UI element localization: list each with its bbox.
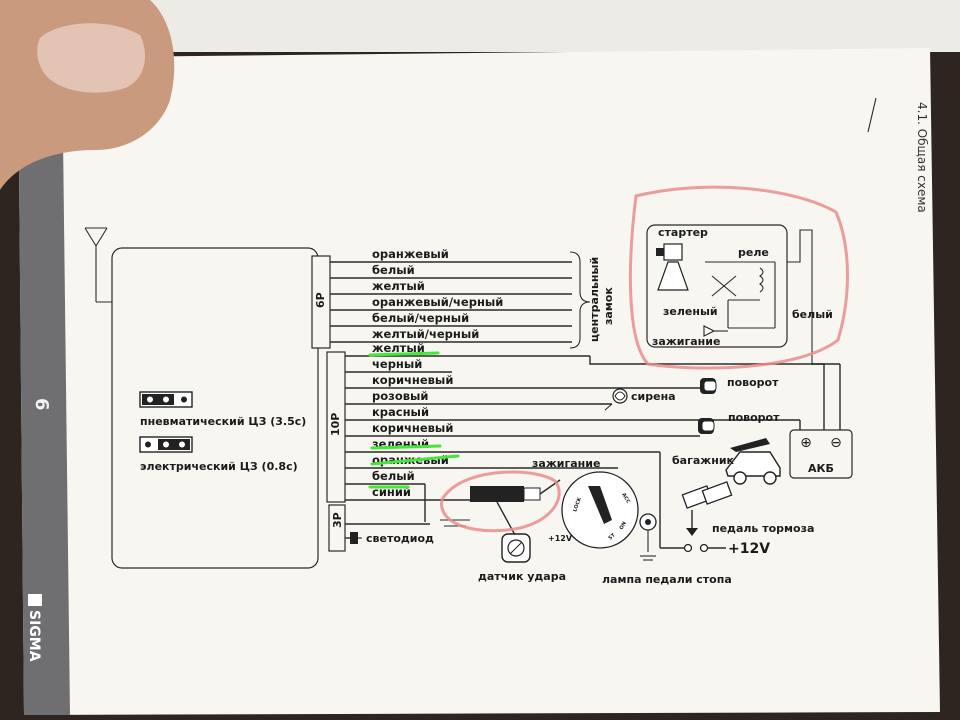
key-acc-label: ACC [620,492,631,505]
wires-6p [330,261,572,343]
relay-ignition-label: зажигание [652,335,720,348]
battery-label: АКБ [808,462,834,475]
battery-minus: ⊖ [830,435,842,451]
wire-10p-5: красный [372,405,429,419]
highlight-orange [370,454,460,466]
wire-6p-1: оранжевый [372,247,449,261]
wire-10p-1: желтый [372,341,425,355]
relay-green-label: зеленый [663,305,718,318]
jumper-electric-label: электрический ЦЗ (0.8с) [140,460,298,473]
central-lock-bracket [569,251,591,349]
highlight-black [368,351,440,357]
turn-signal-1-label: поворот [727,376,779,389]
plus-12v-label: +12V [728,541,770,557]
central-lock-label-2: замок [602,287,615,325]
brake-pedal-icon [681,481,733,536]
siren-label: сирена [631,390,676,403]
relay-relay-label: реле [738,246,769,259]
jumper-electric-icon [139,436,193,453]
wire-10p-3: коричневый [372,373,453,387]
antenna-icon [84,227,116,303]
wire-10p-4: розовый [372,389,428,403]
pen-mark [867,97,877,133]
key-lock-label: LOCK [572,496,583,513]
led-icon [345,523,430,544]
alarm-main-unit [111,247,319,569]
jumper-pneumatic-label: пневматический ЦЗ (3.5с) [140,415,306,428]
connector-10p-label: 10P [329,413,342,436]
wire-10p-6: коричневый [372,421,453,435]
ignition-label: зажигание [532,457,600,470]
turn-signal-1-icon [700,378,717,394]
brand-logo: SIGMA [26,610,42,662]
wire-10p-2: черный [372,357,422,371]
starter-motor-icon [656,243,689,291]
led-label: светодиод [366,532,434,545]
trunk-car-icon [725,438,781,485]
wire-6p-2: белый [372,263,415,277]
page-number: 6 [31,398,52,411]
turn-signal-2-icon [698,418,715,434]
key-on-label: ON [619,521,628,531]
ignition-switch-icon [561,471,639,549]
connector-6p-label: 6P [314,292,327,308]
wire-6p-4: оранжевый/черный [372,295,503,309]
brand-logo-mark [28,594,42,606]
highlight-green [370,444,442,450]
connector-3p-label: 3P [331,512,344,528]
shock-sensor-icon [501,533,531,563]
battery-plus: ⊕ [800,435,812,451]
stop-lamp-label: лампа педали стопа [602,573,732,586]
key-st-label: ST [607,532,617,541]
connector-10p [326,351,346,503]
brake-pedal-label: педаль тормоза [712,522,814,535]
trunk-label: багажник [672,454,735,467]
wire-10p-9: белый [372,469,415,483]
central-lock-label-1: центральный [588,257,601,342]
stop-lamp-icon [639,513,657,561]
shock-sensor-plug-icon [440,479,561,536]
relay-coil-icon [703,229,813,365]
relay-starter-label: стартер [658,226,708,239]
shock-sensor-label: датчик удара [478,570,566,583]
wire-6p-6: желтый/черный [372,327,479,341]
section-label: 4.1. Общая схема [915,102,929,213]
wire-6p-5: белый/черный [372,311,469,325]
red-circle-plug [440,470,561,533]
battery-box [789,429,853,479]
red-circle-relay [628,185,849,370]
brake-switch-icon [660,543,726,553]
ignition-12v-label: +12V [548,534,573,543]
upper-page [150,0,960,52]
siren-icon [604,388,628,411]
turn-signal-2-label: поворот [728,411,780,424]
fingernail [37,23,145,93]
wire-6p-3: желтый [372,279,425,293]
connector-6p [311,255,331,349]
wires-10p [345,355,841,548]
connector-3p [328,504,346,552]
side-strip [18,56,70,715]
jumper-pneumatic-icon [139,391,193,408]
